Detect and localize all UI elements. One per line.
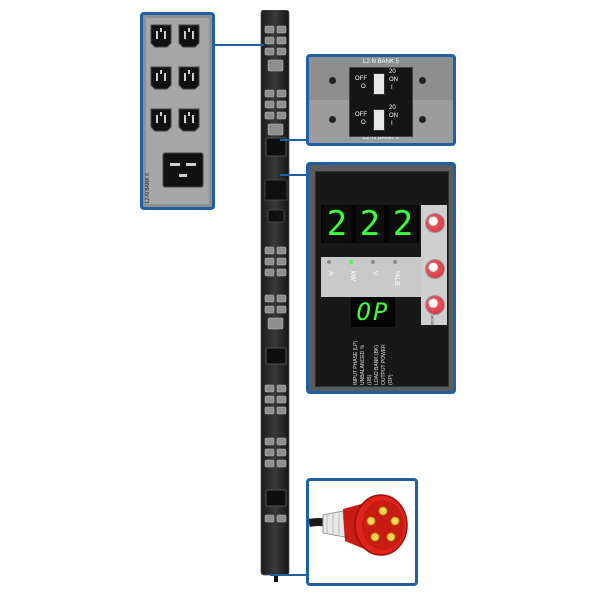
- mode-display: OP: [351, 297, 395, 327]
- breaker-top-label: L2-N BANK 5: [362, 59, 399, 65]
- breaker-on-label: ON: [389, 77, 398, 83]
- indicator-label-a: A: [327, 271, 334, 276]
- indicator-label-v: V: [371, 271, 378, 276]
- breaker-off-label: OFF: [355, 112, 367, 118]
- breaker-off-symbol: O: [361, 84, 366, 90]
- indicator-strip: A kW V %LB: [321, 257, 421, 297]
- mode-line: INPUT PHASE (LP): [353, 340, 359, 385]
- outlet-panel-side-label: L2-N BANK 6: [145, 172, 151, 203]
- breaker-rating: 20: [389, 69, 396, 75]
- display-down-button[interactable]: [425, 259, 445, 279]
- breaker-on-label: ON: [389, 113, 398, 119]
- indicator-led: [393, 260, 397, 264]
- digit-2: 2: [356, 206, 384, 242]
- indicator-led: [349, 260, 353, 264]
- display-up-button[interactable]: [425, 213, 445, 233]
- breaker-toggle[interactable]: [373, 109, 385, 131]
- outlet-panel-inset: L2-N BANK 6: [140, 12, 215, 210]
- meter-inset: 2 2 2 A kW V %LB OP INPUT PHASE (LP) UNB…: [306, 162, 456, 394]
- pdu-strip: [258, 10, 294, 582]
- screw-icon: [419, 77, 426, 84]
- indicator-led: [327, 260, 331, 264]
- breaker-bottom-label: L2-N BANK 6: [362, 135, 399, 141]
- mode-button[interactable]: [425, 295, 445, 315]
- digit-1: 2: [323, 206, 351, 242]
- indicator-label-kw: kW: [349, 271, 356, 282]
- iec-309-plug-icon: [343, 494, 408, 556]
- indicator-label-lb: %LB: [393, 271, 400, 286]
- c13-outlet-icon: [150, 24, 200, 132]
- digit-3: 2: [389, 206, 417, 242]
- breaker-inset: L2-N BANK 5 L2-N BANK 6 OFF O 20 ON I OF…: [306, 54, 456, 146]
- c19-outlet-icon: [162, 152, 204, 188]
- mode-button-label: MODE: [430, 315, 435, 327]
- breaker-on-symbol: I: [391, 85, 393, 91]
- mode-line: LOAD BANK (BK): [374, 344, 380, 385]
- breaker-off-symbol: O: [361, 120, 366, 126]
- breaker-switch-bottom[interactable]: OFF O 20 ON I: [355, 105, 399, 131]
- breaker-switch-top[interactable]: OFF O 20 ON I: [355, 69, 399, 95]
- screw-icon: [329, 77, 336, 84]
- breaker-rating: 20: [389, 105, 396, 111]
- plug-inset: [306, 478, 418, 586]
- mode-descriptions: INPUT PHASE (LP) UNBALANCED % (UB) LOAD …: [353, 335, 403, 385]
- mode-line: UNBALANCED % (UB): [360, 344, 373, 385]
- indicator-led: [371, 260, 375, 264]
- mode-line: OUTPUT POWER (OP): [381, 344, 394, 385]
- digit-display: 2 2 2: [321, 205, 419, 243]
- screw-icon: [419, 116, 426, 123]
- breaker-off-label: OFF: [355, 76, 367, 82]
- breaker-toggle[interactable]: [373, 73, 385, 95]
- breaker-on-symbol: I: [391, 121, 393, 127]
- screw-icon: [329, 116, 336, 123]
